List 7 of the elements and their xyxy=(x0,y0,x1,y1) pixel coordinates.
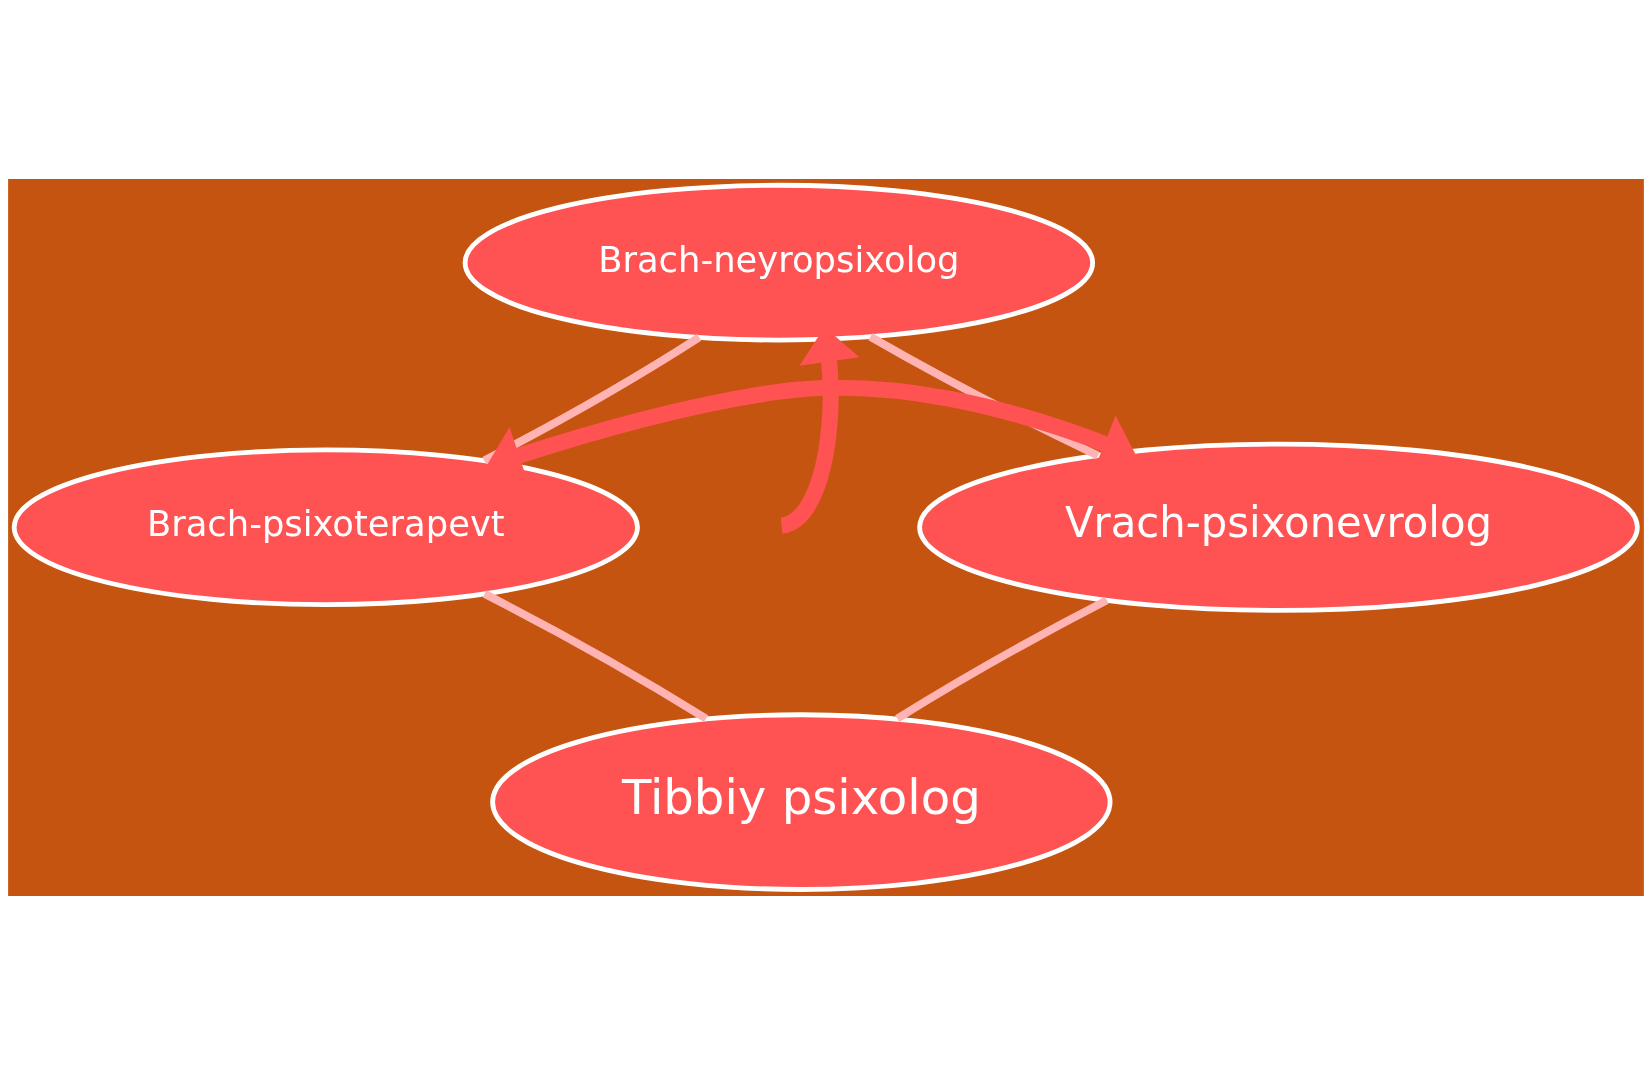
connector xyxy=(895,596,1109,722)
node-ellipse: Brach-neyropsixolog xyxy=(462,182,1096,342)
node-ellipse: Vrach-psixonevrolog xyxy=(917,441,1640,613)
node-ellipse: Tibbiy psixolog xyxy=(490,711,1113,892)
node-ellipse: Brach-psixoterapevt xyxy=(11,447,640,607)
connector xyxy=(482,333,702,464)
connector xyxy=(482,589,709,722)
